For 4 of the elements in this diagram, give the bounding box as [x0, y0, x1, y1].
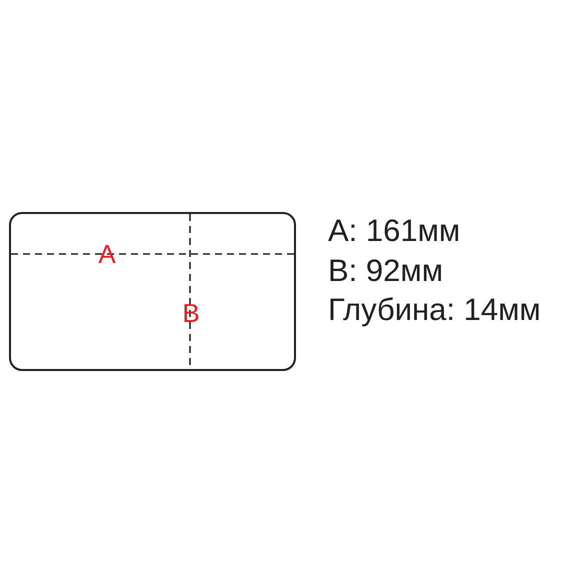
dimension-label: B	[182, 300, 200, 326]
spec-text: Глубина: 14мм	[328, 294, 541, 325]
spec-text: B: 92мм	[328, 255, 444, 286]
spec-text: A: 161мм	[328, 215, 460, 246]
